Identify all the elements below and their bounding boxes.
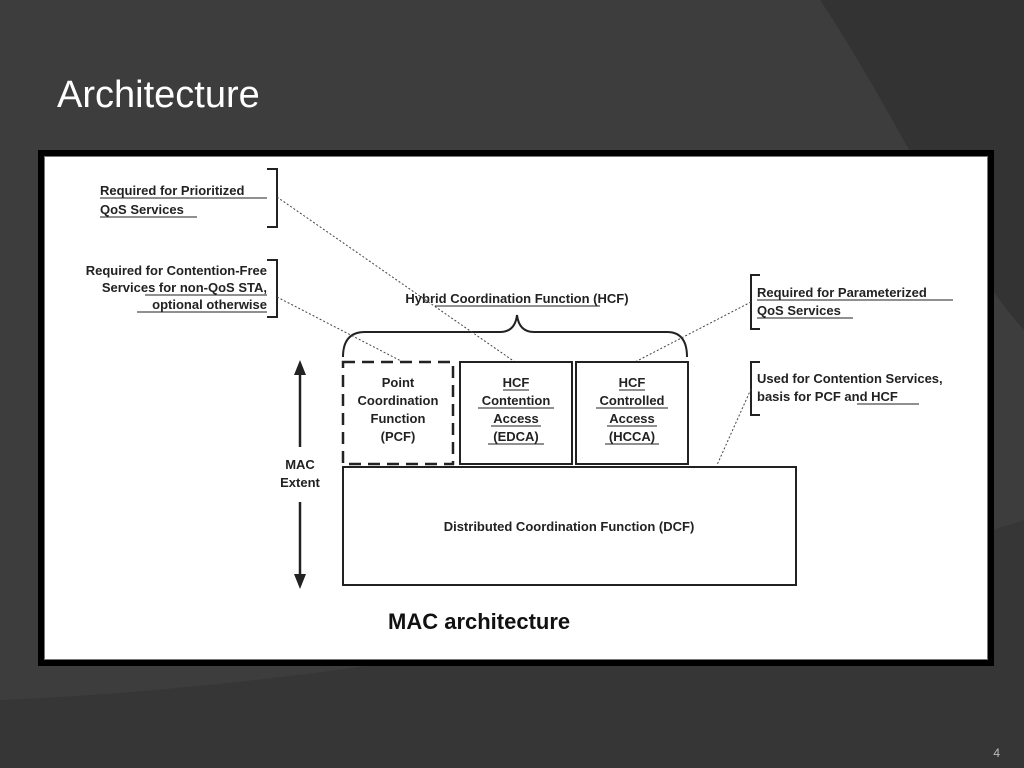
svg-text:Access: Access	[493, 411, 539, 426]
svg-text:MAC: MAC	[285, 457, 315, 472]
svg-text:(PCF): (PCF)	[381, 429, 416, 444]
svg-text:Extent: Extent	[280, 475, 320, 490]
figure-frame: Required for Prioritized QoS Services Re…	[38, 150, 994, 666]
svg-text:Required for Contention-Free: Required for Contention-Free	[86, 263, 267, 278]
note-contention-free: Required for Contention-Free Services fo…	[86, 259, 278, 318]
hcf-label: Hybrid Coordination Function (HCF)	[405, 291, 628, 306]
note-cf-line1: Required for Contention-Free	[86, 263, 267, 278]
slide-title: Architecture	[57, 74, 260, 116]
svg-text:basis for PCF and HCF: basis for PCF and HCF	[757, 389, 898, 404]
svg-text:Distributed Coordination Funct: Distributed Coordination Function (DCF)	[444, 519, 695, 534]
svg-text:Point: Point	[382, 375, 415, 390]
pcf-box: Point Coordination Function (PCF)	[341, 360, 455, 466]
page-number: 4	[993, 746, 1000, 760]
svg-text:Function: Function	[371, 411, 426, 426]
svg-text:Required for Parameterized: Required for Parameterized	[757, 285, 927, 300]
svg-text:HCF: HCF	[503, 375, 530, 390]
svg-text:QoS Services: QoS Services	[100, 202, 184, 217]
note-param-line2: QoS Services	[757, 303, 841, 318]
note-parameterized-qos: Required for Parameterized QoS Services	[750, 274, 953, 330]
dcf-box: Distributed Coordination Function (DCF)	[342, 466, 797, 586]
hcf-brace	[342, 314, 688, 358]
note-cf-line3: optional otherwise	[152, 297, 267, 312]
svg-text:Services for non-QoS STA,: Services for non-QoS STA,	[102, 280, 267, 295]
svg-text:QoS Services: QoS Services	[757, 303, 841, 318]
note-prioritized-line2: QoS Services	[100, 202, 184, 217]
svg-text:Access: Access	[609, 411, 655, 426]
note-cs-line2: basis for PCF and HCF	[757, 389, 898, 404]
edca-box: HCF Contention Access (EDCA)	[459, 361, 573, 465]
note-cf-line2: Services for non-QoS STA,	[102, 280, 267, 295]
svg-text:Required for Prioritized: Required for Prioritized	[100, 183, 245, 198]
note-cs-line1: Used for Contention Services,	[757, 371, 943, 386]
diagram-caption: MAC architecture	[388, 609, 570, 634]
svg-text:Coordination: Coordination	[358, 393, 439, 408]
svg-text:Contention: Contention	[482, 393, 551, 408]
svg-text:optional otherwise: optional otherwise	[152, 297, 267, 312]
mac-architecture-diagram: Required for Prioritized QoS Services Re…	[86, 168, 953, 634]
svg-text:Controlled: Controlled	[600, 393, 665, 408]
mac-extent-line2: Extent	[280, 475, 320, 490]
svg-text:(EDCA): (EDCA)	[493, 429, 539, 444]
note-prioritized-line1: Required for Prioritized	[100, 183, 245, 198]
note-contention-services: Used for Contention Services, basis for …	[750, 361, 943, 416]
hcca-box: HCF Controlled Access (HCCA)	[575, 361, 689, 465]
svg-text:Used for Contention Services,: Used for Contention Services,	[757, 371, 943, 386]
mac-extent-arrow: MAC Extent	[280, 360, 321, 589]
svg-text:HCF: HCF	[619, 375, 646, 390]
svg-text:(HCCA): (HCCA)	[609, 429, 655, 444]
note-param-line1: Required for Parameterized	[757, 285, 927, 300]
diagram-panel: Required for Prioritized QoS Services Re…	[44, 156, 988, 660]
mac-extent-line1: MAC	[285, 457, 315, 472]
note-prioritized-qos: Required for Prioritized QoS Services	[100, 168, 278, 228]
dotted-connectors	[276, 196, 752, 466]
